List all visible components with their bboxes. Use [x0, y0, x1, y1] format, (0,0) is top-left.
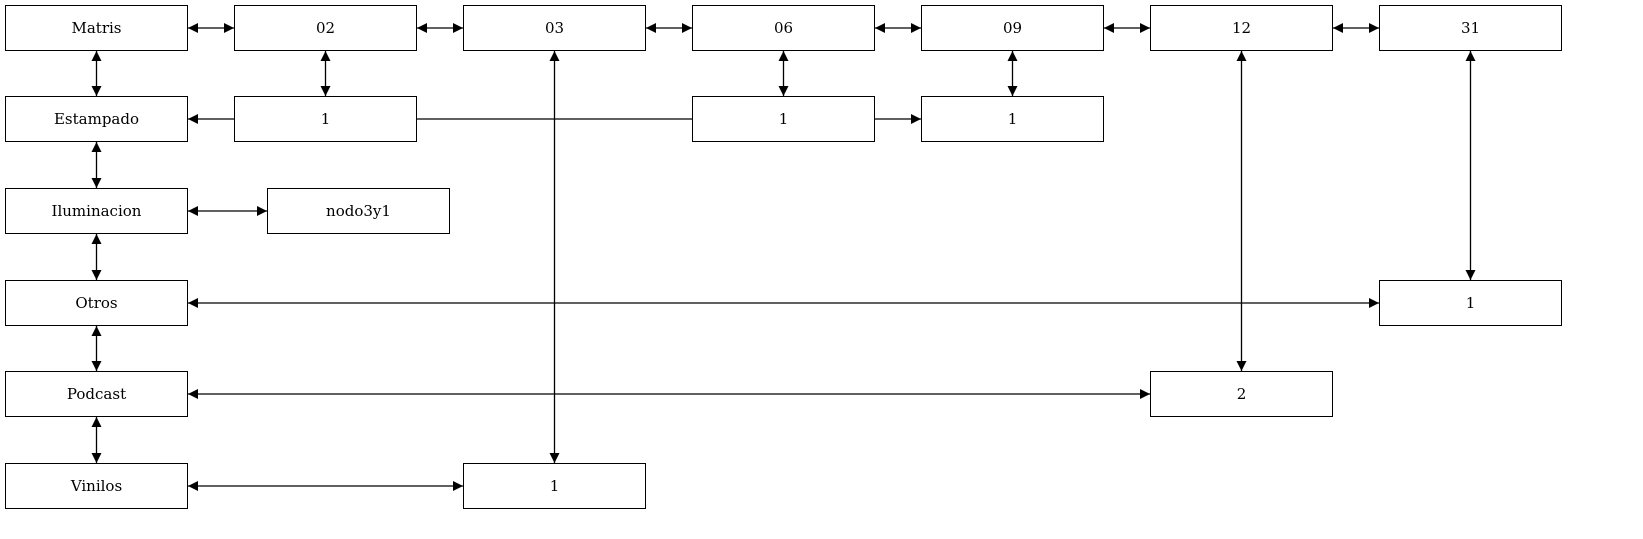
column-header-31: 31 [1379, 5, 1562, 51]
value-node-nodo3y1: nodo3y1 [267, 188, 450, 234]
row-header-iluminacion: Iluminacion [5, 188, 188, 234]
row-header-vinilos: Vinilos [5, 463, 188, 509]
row-header-podcast: Podcast [5, 371, 188, 417]
value-node-03: 1 [463, 463, 646, 509]
value-node-31: 1 [1379, 280, 1562, 326]
column-header-06: 06 [692, 5, 875, 51]
value-node-09: 1 [921, 96, 1104, 142]
column-header-12: 12 [1150, 5, 1333, 51]
value-node-12: 2 [1150, 371, 1333, 417]
value-node-02: 1 [234, 96, 417, 142]
row-header-otros: Otros [5, 280, 188, 326]
column-header-02: 02 [234, 5, 417, 51]
value-node-06: 1 [692, 96, 875, 142]
column-header-09: 09 [921, 5, 1104, 51]
row-header-estampado: Estampado [5, 96, 188, 142]
column-header-03: 03 [463, 5, 646, 51]
row-header-matris: Matris [5, 5, 188, 51]
